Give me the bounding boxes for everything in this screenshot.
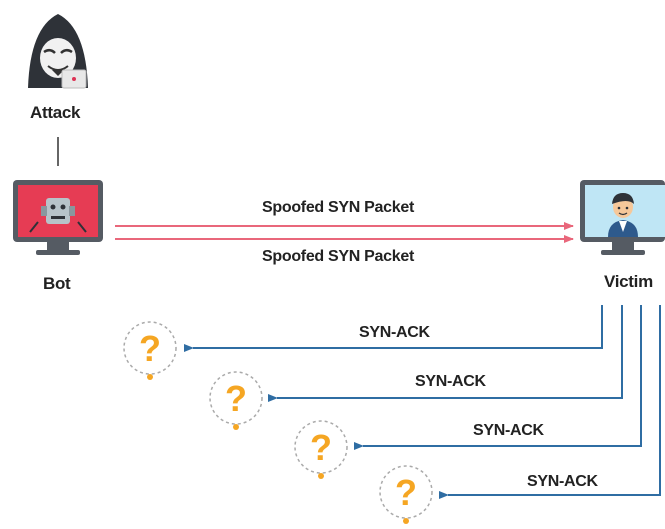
user-monitor-icon	[580, 180, 665, 255]
victim-label: Victim	[604, 272, 653, 291]
synack-arrow	[184, 305, 603, 352]
svg-text:?: ?	[310, 427, 332, 468]
synack-label: SYN-ACK	[527, 473, 598, 490]
synack-label: SYN-ACK	[473, 422, 544, 439]
synack-label: SYN-ACK	[359, 324, 430, 341]
bot-label: Bot	[43, 274, 71, 293]
synack-label: SYN-ACK	[415, 373, 486, 390]
syn-label: Spoofed SYN Packet	[262, 248, 414, 265]
synack-arrow	[268, 305, 623, 402]
question-mark-icon: ?	[209, 371, 263, 430]
question-mark-icon: ?	[123, 321, 177, 380]
question-mark-icon: ?	[379, 465, 433, 524]
svg-text:?: ?	[225, 378, 247, 419]
syn-label: Spoofed SYN Packet	[262, 199, 414, 216]
svg-text:?: ?	[139, 328, 161, 369]
hooded-hacker-icon	[28, 14, 88, 89]
question-mark-icon: ?	[294, 420, 348, 479]
attacker-label: Attack	[30, 103, 81, 122]
synack-arrow	[354, 305, 642, 450]
synack-arrow	[439, 305, 661, 499]
robot-monitor-icon	[13, 180, 103, 255]
svg-text:?: ?	[395, 472, 417, 513]
